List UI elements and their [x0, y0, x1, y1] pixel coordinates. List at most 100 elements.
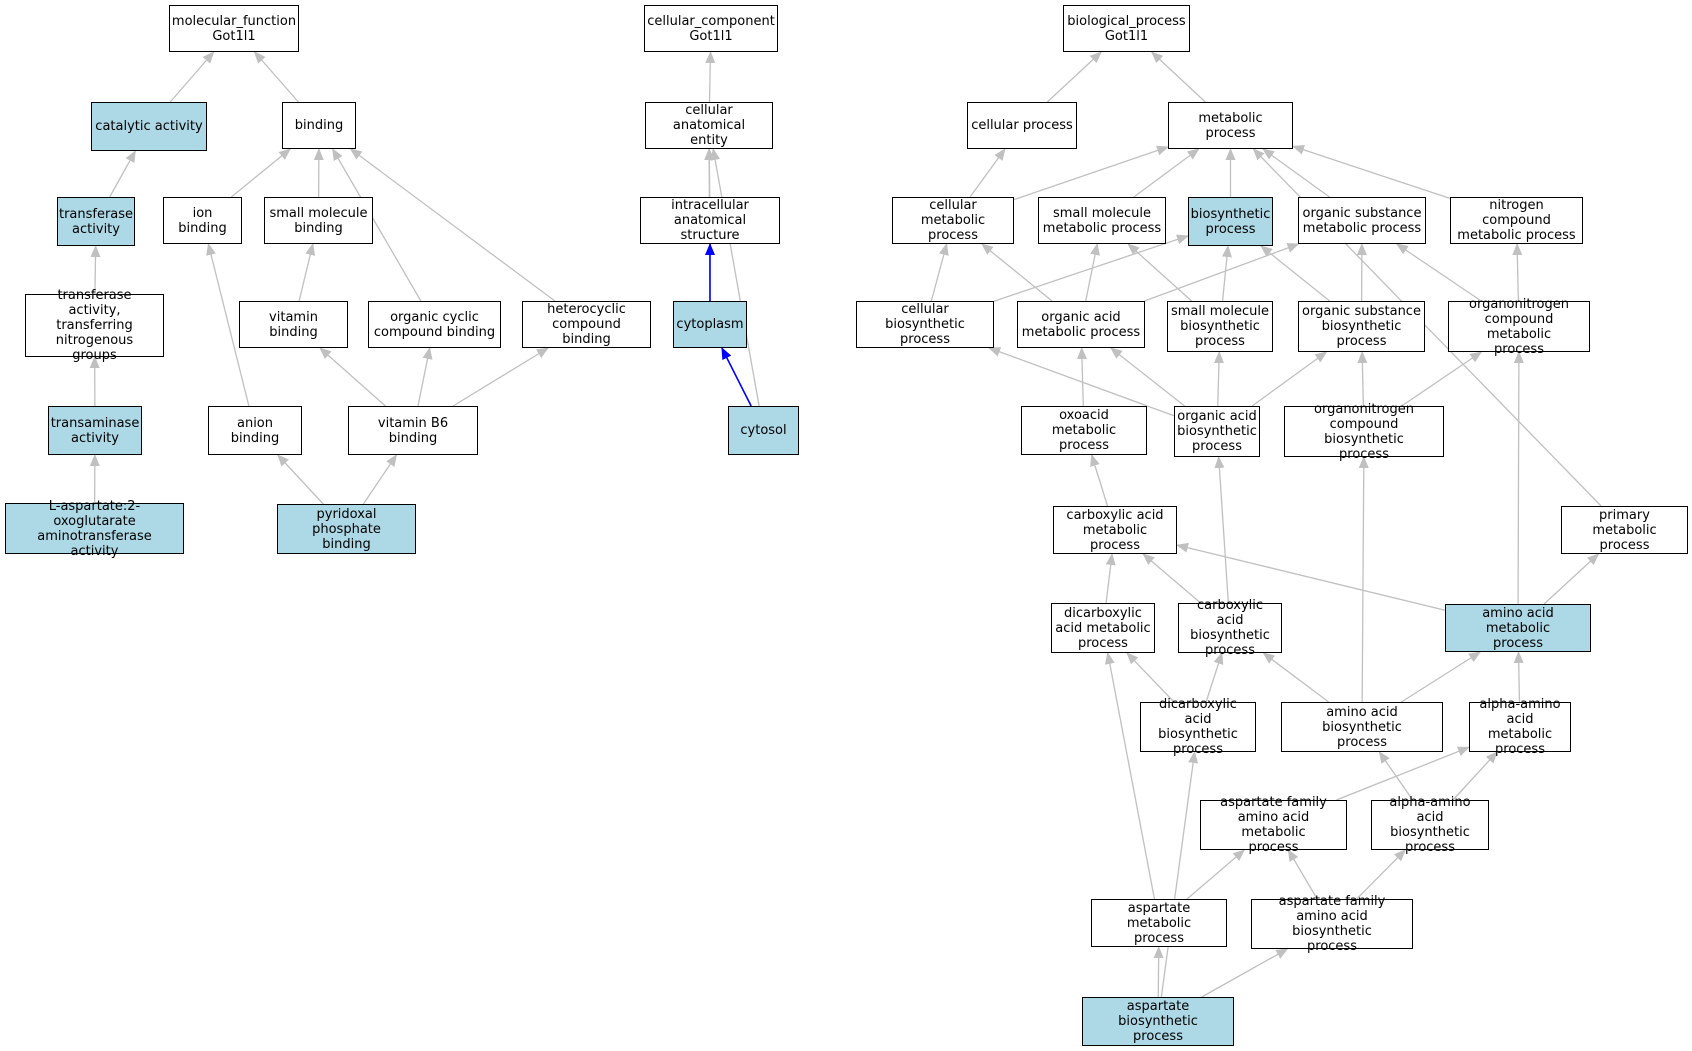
- edge-arrow: [1452, 751, 1498, 801]
- go-term-node: metabolic process: [1168, 102, 1293, 149]
- edge-arrow: [1358, 456, 1369, 703]
- go-term-node: molecular_function Got1l1: [169, 5, 299, 52]
- edge-arrow: [1153, 946, 1164, 998]
- edge-arrow: [1513, 651, 1524, 703]
- edge-arrow: [230, 148, 291, 198]
- edge-arrow: [1205, 652, 1224, 703]
- go-term-node: biological_process Got1l1: [1063, 5, 1190, 52]
- edge-arrow: [1262, 148, 1330, 198]
- go-term-node: dicarboxylic acid metabolic process: [1051, 603, 1155, 653]
- edge-arrow: [1395, 243, 1482, 302]
- edge-arrow: [90, 245, 101, 295]
- edge-arrow: [1401, 651, 1482, 703]
- go-term-node: cytoplasm: [673, 301, 747, 348]
- edge-arrow: [1142, 553, 1202, 604]
- edge-arrow: [169, 51, 215, 103]
- edge-arrow: [988, 347, 1175, 417]
- go-term-node: primary metabolic process: [1561, 506, 1688, 554]
- edge-arrow: [993, 234, 1189, 302]
- go-term-node: oxoacid metabolic process: [1021, 406, 1147, 455]
- edge-arrow: [1356, 849, 1406, 900]
- go-term-node: alpha-amino acid biosynthetic process: [1371, 795, 1489, 855]
- edge-arrow: [969, 148, 1006, 198]
- edge-arrow: [1133, 148, 1200, 198]
- go-term-node: transferase activity, transferring nitro…: [25, 288, 164, 363]
- edge-arrow: [253, 51, 299, 103]
- go-term-node: L-aspartate:2-oxoglutarate aminotransfer…: [5, 499, 184, 559]
- go-term-node: alpha-amino acid metabolic process: [1469, 697, 1571, 757]
- go-term-node: small molecule biosynthetic process: [1167, 301, 1273, 352]
- edge-arrow: [319, 347, 386, 407]
- go-term-node: transferase activity: [57, 197, 135, 246]
- edge-arrow: [109, 150, 136, 198]
- edge-arrow: [1221, 245, 1232, 302]
- edge-arrow: [1401, 351, 1483, 407]
- edge-arrow: [1104, 652, 1156, 900]
- edge-arrow: [705, 51, 716, 103]
- edge-arrow: [1186, 849, 1246, 900]
- edge-arrow: [332, 148, 422, 302]
- edge-arrow: [1160, 751, 1199, 998]
- go-term-node: vitamin binding: [239, 301, 348, 348]
- go-term-node: aspartate biosynthetic process: [1082, 997, 1234, 1046]
- go-term-node: cellular anatomical entity: [645, 102, 773, 149]
- edge-arrow: [721, 347, 752, 407]
- go-term-node: small molecule metabolic process: [1038, 197, 1166, 244]
- edge-arrow: [1013, 145, 1169, 201]
- edge-arrow: [1287, 849, 1318, 900]
- go-term-node: anion binding: [208, 406, 302, 455]
- go-term-node: biosynthetic process: [1188, 197, 1273, 246]
- edge-arrow: [1176, 542, 1446, 611]
- edge-arrow: [1251, 351, 1328, 407]
- go-term-node: cellular_component Got1l1: [644, 5, 778, 52]
- go-term-node: ion binding: [163, 197, 242, 244]
- edge-arrow: [298, 243, 316, 302]
- go-term-node: aspartate family amino acid biosynthetic…: [1251, 894, 1413, 954]
- go-term-node: cellular biosynthetic process: [856, 301, 994, 348]
- edge-arrow: [1076, 347, 1087, 407]
- edge-arrow: [452, 347, 549, 407]
- go-term-node: vitamin B6 binding: [348, 406, 478, 455]
- edge-arrow: [930, 243, 949, 302]
- edge-arrow: [349, 148, 556, 302]
- edge-arrow: [1110, 347, 1185, 407]
- edge-arrow: [1144, 243, 1300, 302]
- go-term-node: aspartate family amino acid metabolic pr…: [1200, 795, 1347, 855]
- edge-arrow: [277, 454, 324, 505]
- edge-arrow: [1357, 351, 1368, 407]
- go-term-node: organic substance metabolic process: [1298, 197, 1426, 244]
- go-term-node: pyridoxal phosphate binding: [277, 504, 416, 554]
- edge-arrow: [206, 243, 250, 407]
- go-term-node: binding: [282, 102, 356, 149]
- edge-arrow: [417, 347, 433, 407]
- edge-arrow: [1090, 454, 1109, 507]
- go-term-node: cellular process: [967, 102, 1077, 149]
- edge-arrow: [1262, 652, 1330, 703]
- go-term-node: amino acid biosynthetic process: [1281, 702, 1443, 752]
- edge-arrow: [1543, 553, 1600, 605]
- go-term-node: carboxylic acid biosynthetic process: [1178, 598, 1282, 658]
- go-term-node: cytosol: [728, 406, 799, 455]
- go-term-node: carboxylic acid metabolic process: [1053, 506, 1177, 554]
- go-term-node: amino acid metabolic process: [1445, 604, 1591, 652]
- edge-arrow: [1260, 245, 1331, 302]
- edge-arrow: [1336, 746, 1470, 801]
- go-term-node: cellular metabolic process: [892, 197, 1014, 244]
- go-term-node: organic substance biosynthetic process: [1298, 301, 1425, 352]
- go-term-node: organic acid biosynthetic process: [1174, 406, 1260, 457]
- go-term-node: transaminase activity: [48, 406, 142, 455]
- go-term-node: intracellular anatomical structure: [640, 197, 780, 244]
- go-term-node: organic acid metabolic process: [1017, 301, 1145, 348]
- edge-arrow: [1127, 243, 1193, 302]
- edge-arrow: [1126, 652, 1175, 703]
- edge-arrow: [1201, 948, 1289, 998]
- edge-arrow: [1512, 243, 1523, 302]
- edge-arrow: [1292, 144, 1451, 200]
- edge-arrow: [1214, 456, 1229, 604]
- edge-arrow: [1213, 351, 1224, 407]
- edge-arrow: [1085, 243, 1100, 302]
- go-term-node: organonitrogen compound biosynthetic pro…: [1284, 402, 1444, 462]
- go-term-node: aspartate metabolic process: [1091, 899, 1227, 947]
